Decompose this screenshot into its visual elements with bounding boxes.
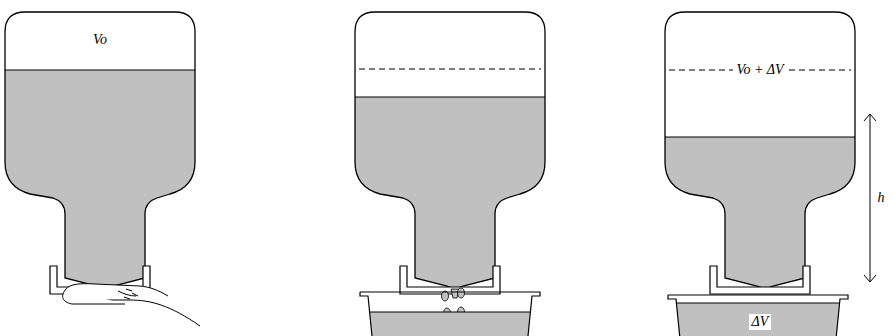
hand xyxy=(63,284,200,326)
bottle xyxy=(353,12,553,307)
bottle xyxy=(663,12,863,307)
volume-label: ΔV xyxy=(749,314,772,329)
height-dimension xyxy=(864,114,876,282)
volume-label: Vo xyxy=(93,32,107,47)
bottle xyxy=(3,12,203,300)
basin xyxy=(360,292,540,336)
height-label: h xyxy=(878,190,885,205)
basin xyxy=(668,295,848,336)
volume-label: Vo + ΔV xyxy=(733,62,786,77)
